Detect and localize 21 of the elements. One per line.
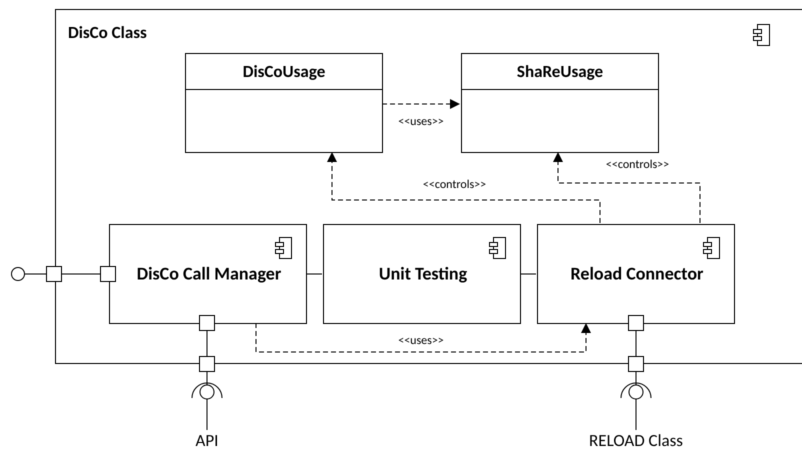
- component-name: Reload Connector: [570, 262, 704, 286]
- component-title: DisCo Class: [68, 22, 147, 43]
- dependency-arrow: [327, 152, 600, 224]
- connector-line: [199, 315, 215, 430]
- class-box: [461, 53, 659, 153]
- component-box: [109, 224, 307, 324]
- component-name: Unit Testing: [378, 262, 468, 286]
- interface-label: RELOAD Class: [588, 430, 684, 451]
- class-box: [185, 53, 383, 153]
- component-box: [323, 224, 521, 324]
- component-name: DisCo Call Manager: [136, 262, 282, 286]
- provided-interface-circle: [11, 267, 25, 281]
- connector-line: [628, 315, 644, 430]
- class-name: ShaReUsage: [516, 61, 604, 82]
- dependency-arrow: [553, 152, 700, 224]
- class-name: DisCoUsage: [242, 61, 326, 82]
- interface-label: API: [194, 430, 220, 451]
- connector-line: [24, 266, 116, 282]
- dependency-arrow: [382, 99, 460, 109]
- dependency-arrow: [256, 322, 591, 352]
- component-box: [537, 224, 735, 324]
